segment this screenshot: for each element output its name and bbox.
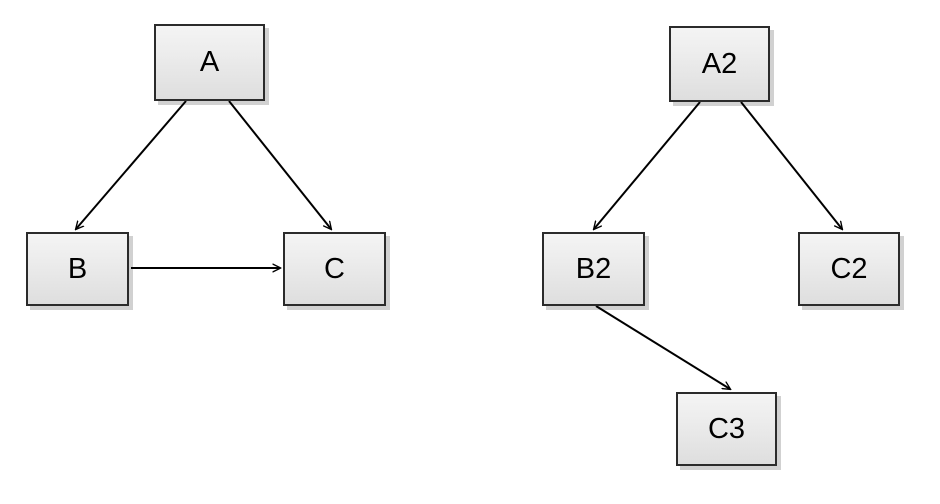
edge-paths xyxy=(76,100,842,389)
node-label-c2: C2 xyxy=(830,252,868,285)
edge-a2-to-c2 xyxy=(740,101,842,229)
node-c[interactable]: C xyxy=(283,232,386,306)
node-label-b: B xyxy=(67,252,88,285)
edge-a-to-c xyxy=(228,100,331,229)
node-label-c3: C3 xyxy=(707,412,746,445)
node-label-a: A xyxy=(199,46,220,78)
node-b2[interactable]: B2 xyxy=(542,232,645,306)
node-c2[interactable]: C2 xyxy=(798,232,900,306)
node-a2[interactable]: A2 xyxy=(669,26,770,102)
node-b[interactable]: B xyxy=(26,232,129,306)
edge-b2-to-c3 xyxy=(595,305,730,389)
node-a[interactable]: A xyxy=(154,24,265,101)
node-label-a2: A2 xyxy=(701,47,738,80)
edge-a-to-b xyxy=(76,100,187,229)
node-c3[interactable]: C3 xyxy=(676,392,777,466)
node-label-b2: B2 xyxy=(575,252,612,285)
edge-a2-to-b2 xyxy=(594,101,701,229)
node-label-c: C xyxy=(324,252,345,285)
